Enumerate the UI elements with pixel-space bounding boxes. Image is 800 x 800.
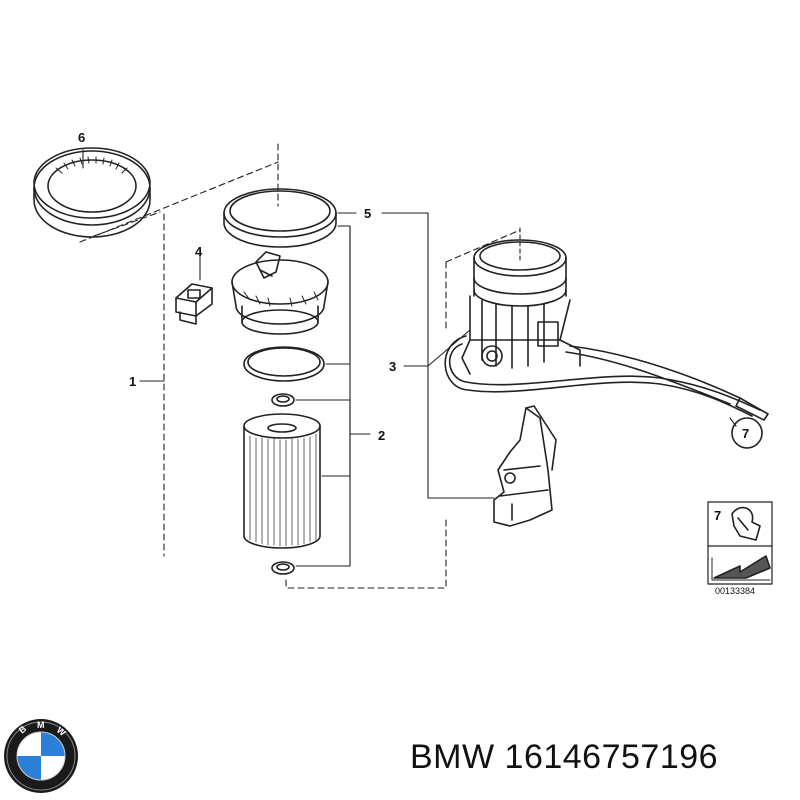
callout-3: 3	[389, 359, 396, 374]
callout-7-inset: 7	[714, 508, 721, 523]
brand-name: BMW	[410, 738, 495, 776]
seal-ring-part-6	[33, 147, 151, 238]
callout-2: 2	[378, 428, 385, 443]
svg-text:B: B	[17, 723, 29, 735]
clip-part-4	[175, 283, 213, 325]
callout-6: 6	[78, 130, 85, 145]
callout-5: 5	[364, 206, 371, 221]
leader-lines	[79, 143, 737, 589]
tiny-seal-lower	[271, 561, 295, 575]
callout-4: 4	[195, 244, 203, 259]
callout-7: 7	[742, 426, 749, 441]
inset-ref-code: 00133384	[715, 586, 755, 596]
part-number: 16146757196	[504, 738, 719, 776]
filter-cartridge-part-2	[243, 413, 321, 549]
svg-text:M: M	[37, 720, 45, 730]
filter-cap	[231, 251, 329, 335]
tiny-seal-upper	[271, 393, 295, 407]
inset-box	[707, 501, 773, 585]
part-caption: BMW 16146757196	[410, 738, 790, 788]
callout-circle-7	[731, 417, 763, 449]
bmw-logo: B M W	[4, 719, 78, 793]
small-o-ring	[243, 346, 325, 382]
callout-1: 1	[129, 374, 136, 389]
mounting-bracket	[493, 405, 557, 527]
o-ring-part-5	[223, 188, 337, 248]
filter-housing-part-3	[444, 239, 769, 421]
